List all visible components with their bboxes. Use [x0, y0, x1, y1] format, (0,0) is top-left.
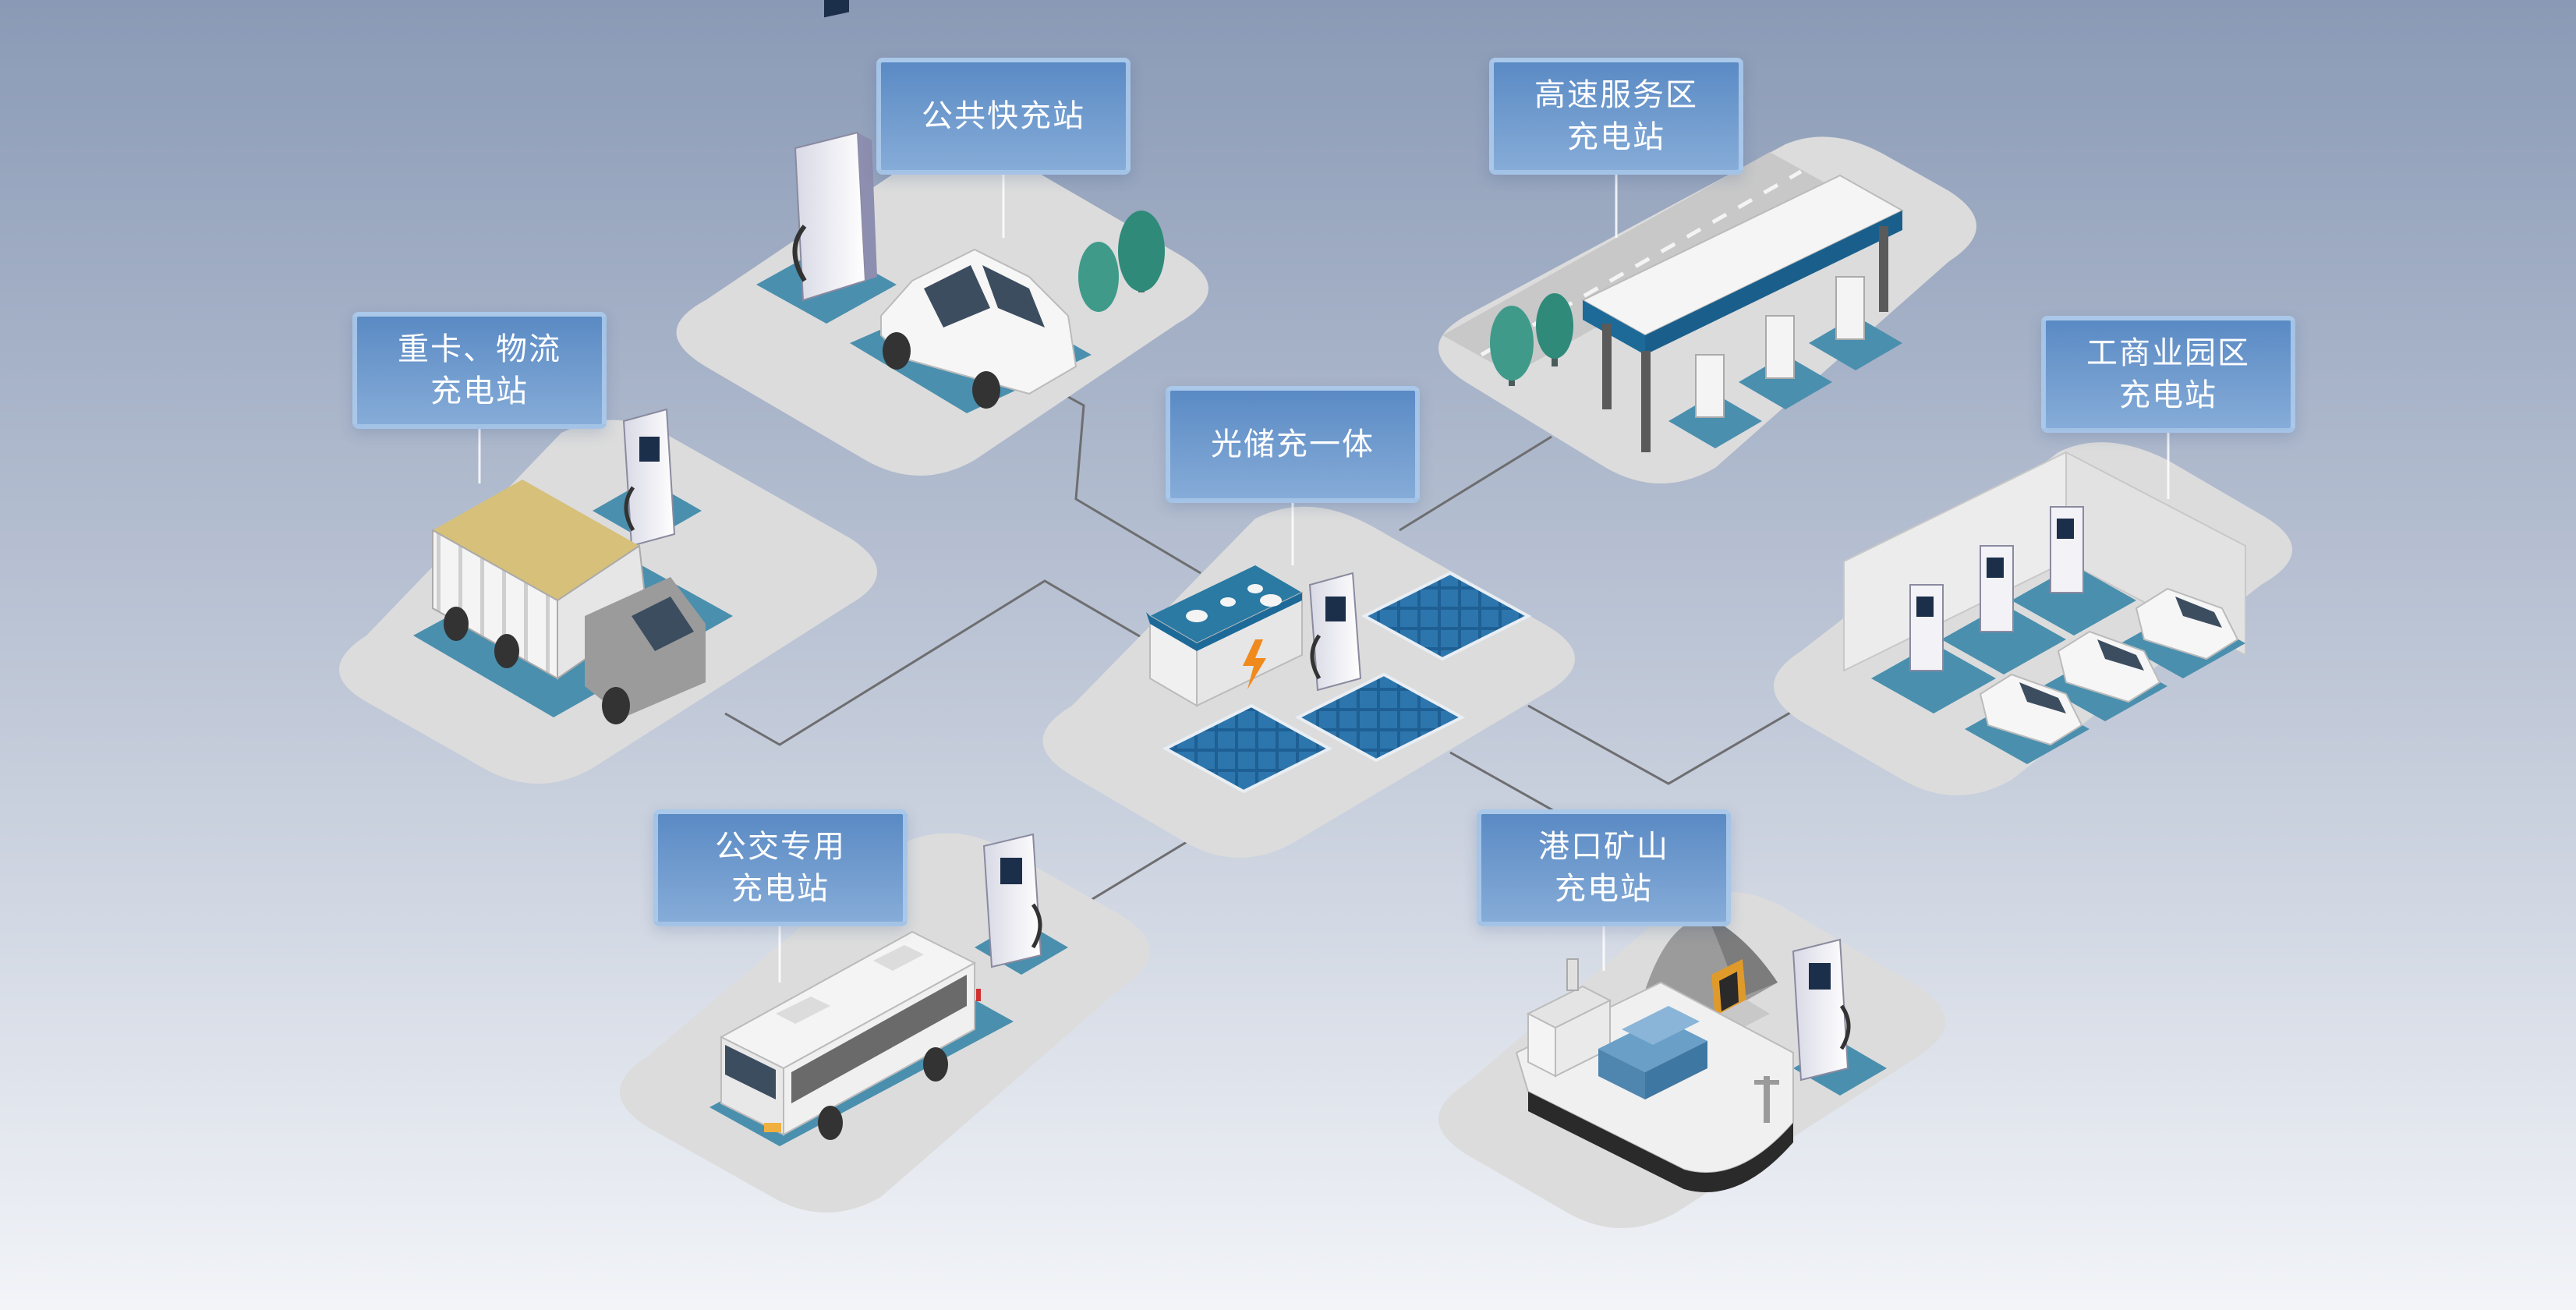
charger-icon — [1792, 938, 1851, 1082]
charger-icon — [792, 0, 877, 302]
mine-icon — [1645, 916, 1778, 1028]
car-icons — [1979, 587, 2239, 746]
battery-storage-icon — [1146, 565, 1303, 707]
scene-public-fast — [676, 0, 1208, 476]
label-industrial: 工商业园区 充电站 — [2041, 316, 2295, 433]
trees-icon — [1078, 211, 1165, 312]
lightning-icon — [1243, 639, 1266, 689]
canopy-icon — [1580, 174, 1905, 452]
scene-bus — [620, 833, 1150, 1213]
leader-lines — [478, 172, 2170, 982]
scene-highway — [1438, 136, 1976, 483]
charger-icons — [1909, 506, 2084, 671]
scene-pv-storage — [1042, 506, 1575, 858]
charger-icon — [982, 833, 1042, 968]
scene-industrial — [1774, 442, 2292, 795]
label-port-mine: 港口矿山 充电站 — [1477, 809, 1731, 926]
label-heavy-truck: 重卡、物流 充电站 — [352, 312, 607, 429]
link-industrial — [1527, 700, 1810, 785]
scene-port-mine — [1438, 891, 1945, 1228]
link-highway — [1399, 435, 1552, 532]
trees-icon — [1490, 293, 1573, 386]
label-pv-storage: 光储充一体 — [1166, 386, 1420, 503]
scene-heavy-truck — [339, 408, 877, 784]
truck-icon — [432, 480, 706, 724]
charger-icon — [1308, 572, 1362, 692]
charger-icon — [622, 408, 676, 547]
label-highway: 高速服务区 充电站 — [1489, 58, 1743, 175]
pump-icons — [1695, 276, 1865, 418]
ship-icon — [1515, 958, 1794, 1192]
solar-panel-icons — [1162, 571, 1532, 794]
label-bus: 公交专用 充电站 — [653, 809, 908, 926]
car-icon — [880, 248, 1077, 409]
link-heavy-truck — [724, 579, 1186, 746]
bus-icon — [719, 930, 981, 1140]
label-public-fast: 公共快充站 — [876, 58, 1131, 175]
